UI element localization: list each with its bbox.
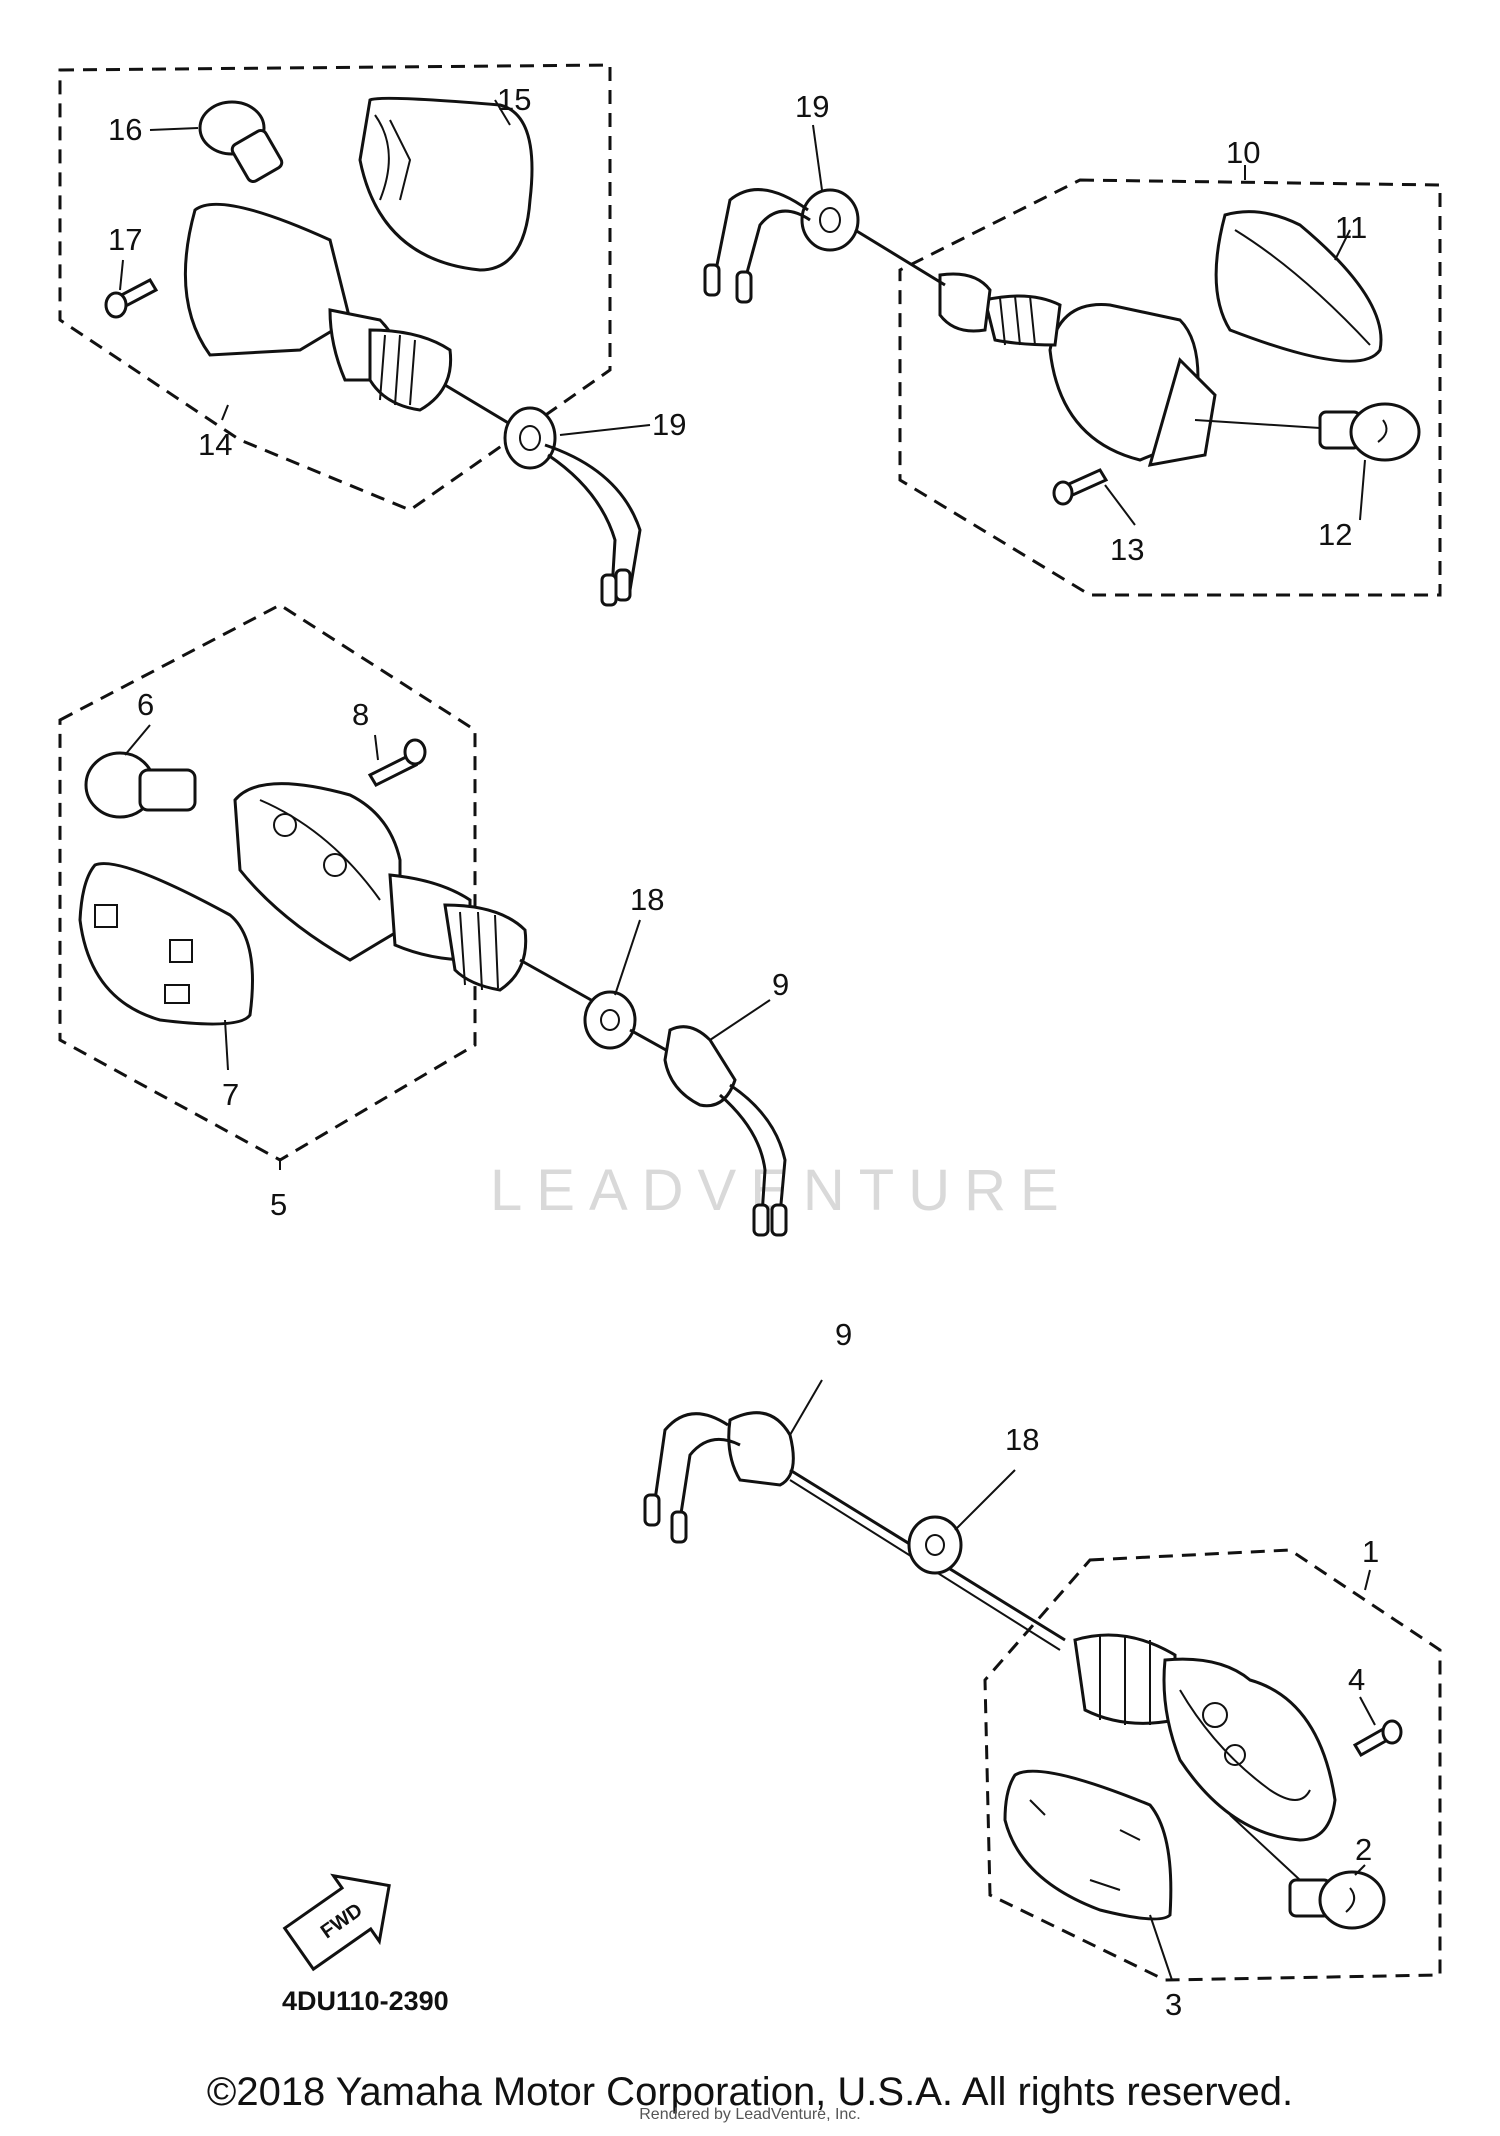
callout-17: 17	[108, 222, 142, 257]
callout-1: 1	[1362, 1534, 1379, 1569]
part-13-screw	[1052, 468, 1109, 506]
part-16-bulb	[198, 100, 284, 183]
callout-4: 4	[1348, 1662, 1365, 1697]
callout-14: 14	[198, 427, 232, 462]
assembly-14-turn-signal	[58, 63, 651, 607]
part-3-lens	[1003, 1769, 1173, 1921]
part-7-lens	[78, 862, 254, 1026]
diagram-code: 4DU110-2390	[282, 1986, 449, 2016]
callout-2: 2	[1355, 1832, 1372, 1867]
callout-8: 8	[352, 697, 369, 732]
part-9-grommet	[663, 1025, 737, 1108]
assembly-14-boundary	[58, 63, 612, 512]
part-1-housing	[1073, 1633, 1337, 1842]
callout-19-a: 19	[652, 407, 686, 442]
assembly-1-turn-signal	[643, 1379, 1442, 1982]
callout-13: 13	[1110, 532, 1144, 567]
assembly-1-boundary	[983, 1548, 1442, 1982]
callout-9-b: 9	[835, 1317, 852, 1352]
callout-6: 6	[137, 687, 154, 722]
part-14-housing	[183, 202, 521, 432]
assembly-14-connector-1	[614, 568, 632, 602]
callout-3: 3	[1165, 1987, 1182, 2022]
callout-18-a: 18	[630, 882, 664, 917]
part-17-screw	[104, 278, 159, 319]
callout-7: 7	[222, 1077, 239, 1112]
callout-18-b: 18	[1005, 1422, 1039, 1457]
callout-10: 10	[1226, 135, 1260, 170]
assembly-14-connector-2	[600, 573, 618, 607]
part-8-screw	[367, 738, 427, 787]
part-18-grommet	[583, 990, 637, 1050]
part-9-grommet-b	[727, 1411, 795, 1487]
rendered-by-credit: Rendered by LeadVenture, Inc.	[639, 2106, 861, 2123]
callout-9-a: 9	[772, 967, 789, 1002]
fwd-arrow-icon: FWD	[282, 1873, 391, 1972]
part-4-screw	[1352, 1719, 1403, 1758]
part-5-housing	[233, 782, 528, 992]
part-12-bulb	[1318, 402, 1421, 462]
assembly-10-boundary	[898, 178, 1442, 597]
callout-12: 12	[1318, 517, 1352, 552]
copyright-notice: ©2018 Yamaha Motor Corporation, U.S.A. A…	[206, 2070, 1294, 2114]
part-11-lens	[1214, 210, 1383, 363]
assembly-14-wire-1	[544, 443, 642, 591]
callout-16: 16	[108, 112, 142, 147]
callout-15: 15	[497, 82, 531, 117]
part-19-grommet-b	[800, 188, 860, 252]
callout-19-b: 19	[795, 89, 829, 124]
part-2-bulb	[1288, 1870, 1386, 1930]
assembly-10-turn-signal	[703, 124, 1442, 597]
assembly-5-turn-signal	[58, 603, 788, 1237]
part-10-housing	[938, 272, 1217, 467]
assembly-14-wire-2	[547, 453, 617, 591]
callout-11: 11	[1335, 210, 1367, 245]
part-15-lens	[358, 96, 534, 272]
part-19-grommet	[503, 406, 557, 470]
part-18-grommet-b	[907, 1515, 963, 1575]
part-6-bulb	[84, 751, 197, 819]
callout-5: 5	[270, 1187, 287, 1222]
assembly-5-boundary	[58, 603, 477, 1162]
